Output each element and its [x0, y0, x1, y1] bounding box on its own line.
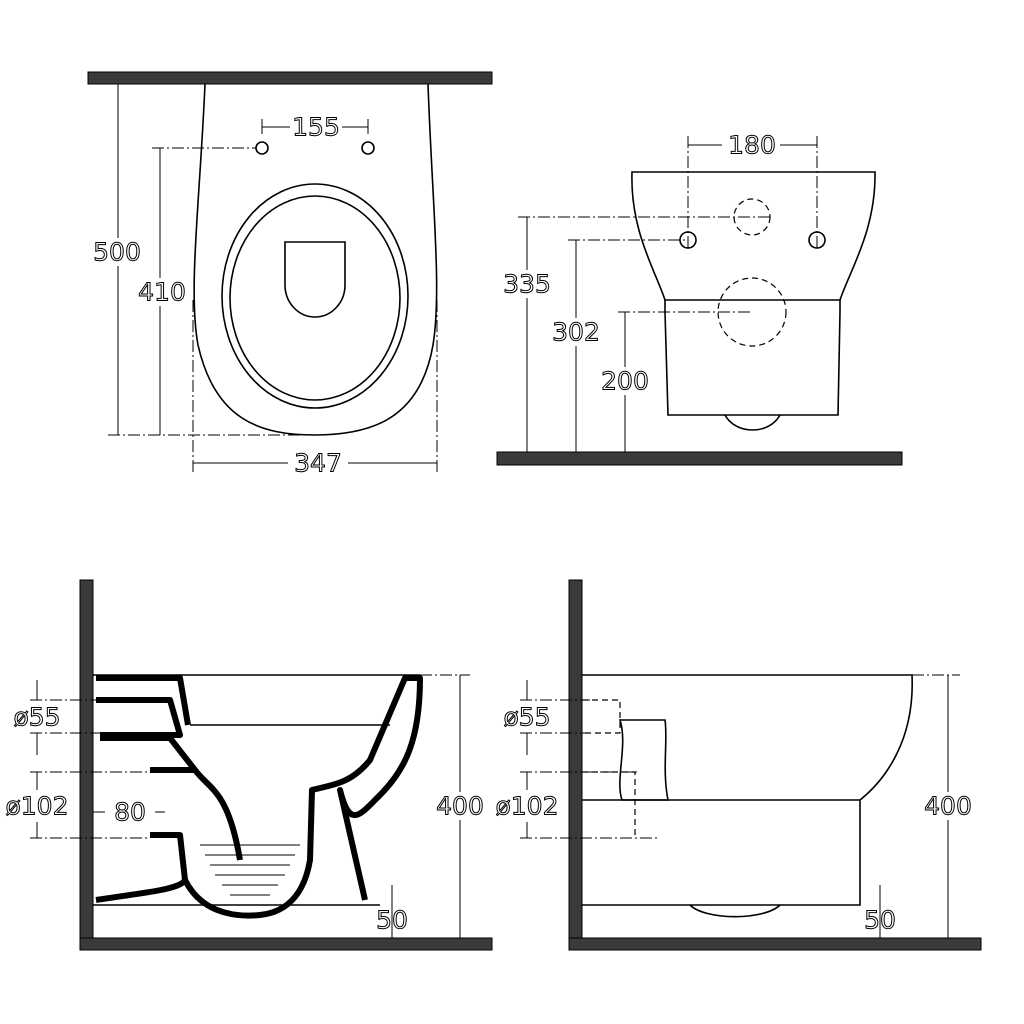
dim-400: 400 [924, 792, 972, 821]
top-view: 155 500 410 347 [87, 71, 493, 478]
dim-80: 80 [114, 798, 146, 827]
dim-410: 410 [138, 278, 186, 307]
dim-outlet-diameter: ø102 [495, 792, 558, 821]
mounting-hole [255, 141, 269, 155]
bowl-section [182, 675, 423, 919]
seat-inner [229, 195, 401, 401]
dim-inlet-diameter: ø55 [13, 703, 60, 732]
bowl-front [631, 171, 876, 301]
bowl-opening [284, 241, 346, 318]
seat-outer [221, 183, 409, 409]
front-view: 180 335 302 200 [496, 130, 903, 466]
dim-335: 335 [503, 270, 551, 299]
dim-outlet-diameter: ø102 [5, 792, 68, 821]
dim-400: 400 [436, 792, 484, 821]
dim-347: 347 [294, 449, 342, 478]
wall-hatch [79, 579, 94, 951]
dim-180: 180 [728, 131, 776, 160]
rim-channel [96, 675, 191, 738]
seat-hinge [618, 719, 669, 801]
wall-hatch [568, 579, 583, 951]
dim-50: 50 [376, 906, 408, 935]
wall-hatch [87, 71, 493, 85]
floor-hatch [79, 937, 493, 951]
floor-hatch [496, 451, 903, 466]
toilet-outline-top [193, 83, 438, 436]
outlet-arc [724, 414, 781, 431]
dim-302: 302 [552, 318, 600, 347]
dim-inlet-diameter: ø55 [503, 703, 550, 732]
side-view: ø55 ø102 400 50 [495, 579, 982, 951]
base-front [664, 300, 841, 416]
dim-50: 50 [864, 906, 896, 935]
floor-hatch [568, 937, 982, 951]
toilet-outline-side [582, 674, 913, 906]
outlet-arc [689, 904, 781, 918]
mounting-hole [361, 141, 375, 155]
side-section: ø55 ø102 80 400 50 [5, 579, 493, 951]
dim-155: 155 [292, 113, 340, 142]
dim-200: 200 [601, 367, 649, 396]
dim-500: 500 [93, 238, 141, 267]
